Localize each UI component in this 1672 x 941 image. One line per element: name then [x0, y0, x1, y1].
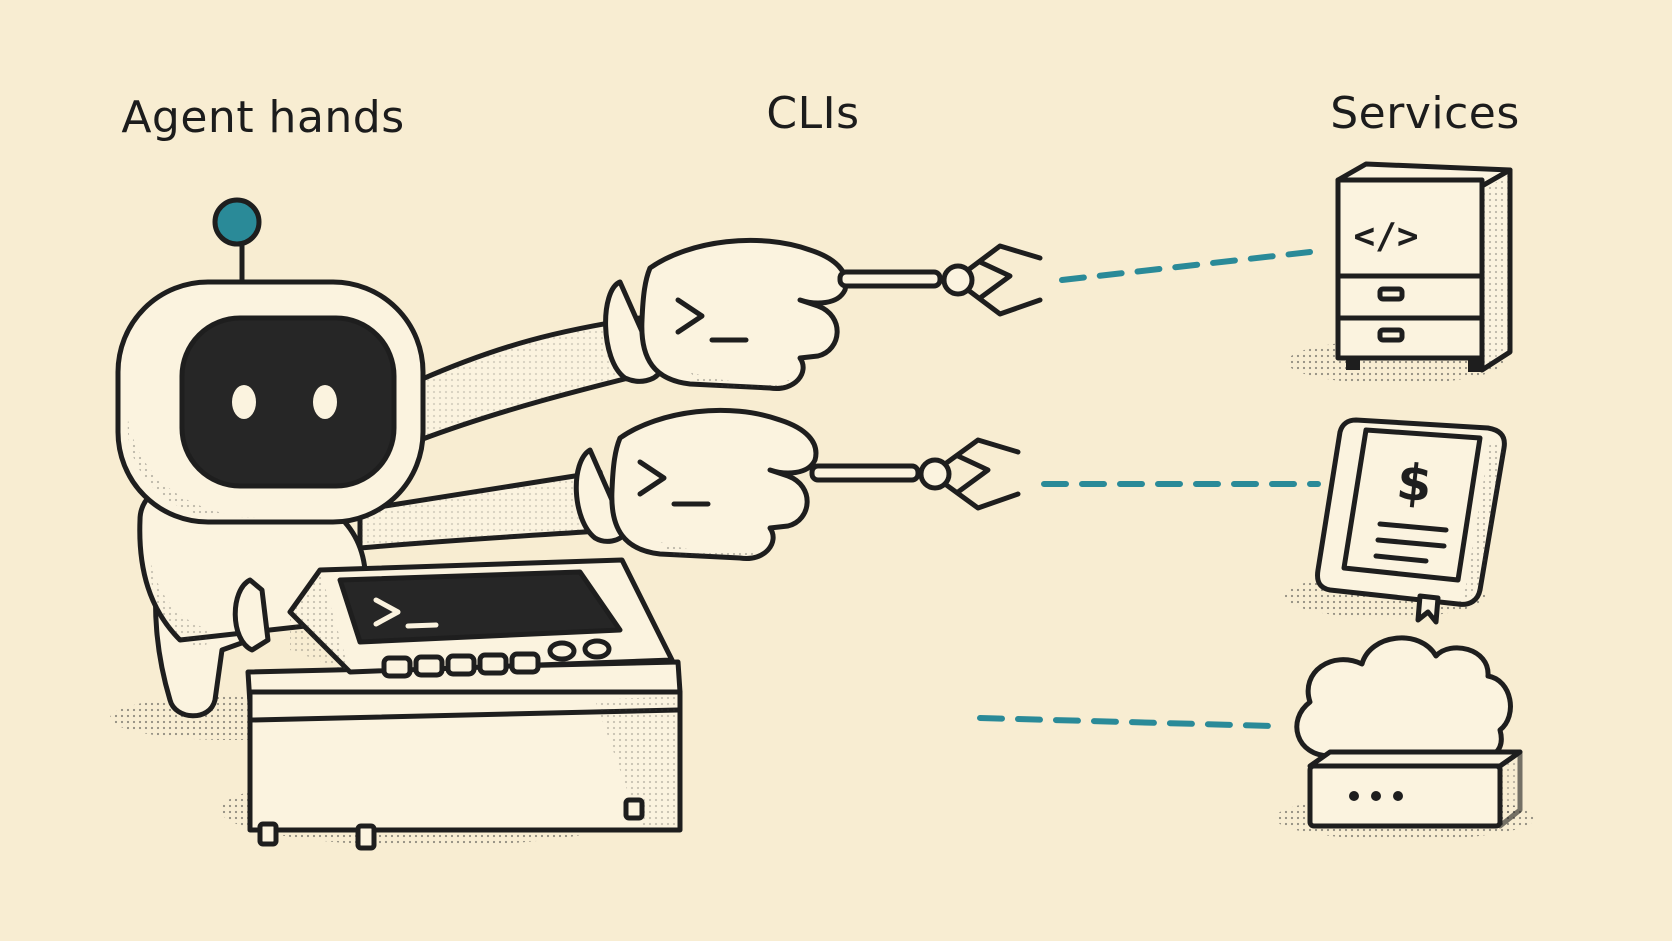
connection-lines	[977, 249, 1321, 729]
robot-hand	[232, 577, 271, 653]
gripper-claw-icon	[837, 243, 1043, 317]
arm-tubes	[357, 315, 663, 551]
cloud-server-icon	[1294, 635, 1523, 829]
glove-hand-icon	[573, 407, 819, 561]
server-cabinet-icon: </>	[1335, 161, 1513, 373]
dollar-glyph: $	[1394, 452, 1435, 513]
clis-label: CLIs	[766, 88, 860, 139]
billing-book-icon: $	[1315, 417, 1507, 625]
gripper-claw-icon	[809, 437, 1021, 511]
glove-hand-icon	[603, 237, 849, 391]
terminal-console-icon	[245, 557, 683, 851]
code-glyph: </>	[1353, 216, 1418, 257]
services-label: Services	[1330, 88, 1520, 139]
console-keys	[381, 638, 612, 679]
robot-icon	[115, 197, 426, 719]
agent-hands-label: Agent hands	[121, 92, 405, 143]
